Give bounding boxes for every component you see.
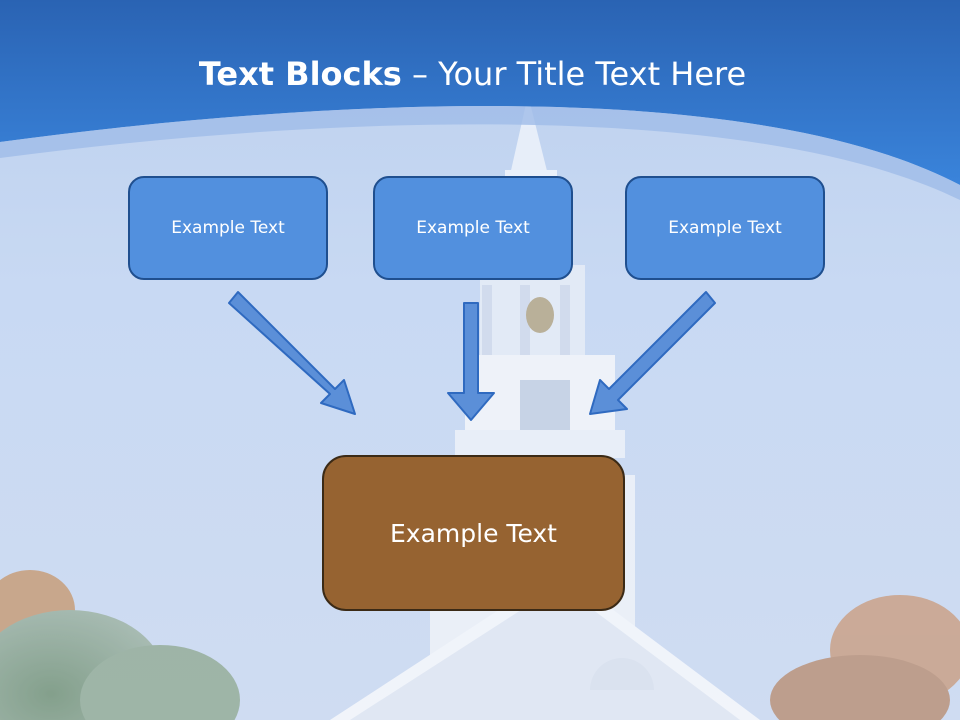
header-arc (0, 106, 960, 200)
arrow-right-down-left (589, 291, 716, 415)
trees-right (770, 595, 960, 720)
text-block-left-label: Example Text (171, 218, 285, 238)
text-block-left[interactable]: Example Text (128, 176, 328, 280)
text-block-right-label: Example Text (668, 218, 782, 238)
arrow-down (447, 302, 495, 421)
text-block-middle-label: Example Text (416, 218, 530, 238)
slide-title: Text Blocks – Your Title Text Here (0, 52, 945, 96)
center-text-block[interactable]: Example Text (322, 455, 625, 611)
title-rest: – Your Title Text Here (401, 55, 747, 93)
trees-left (0, 570, 240, 720)
title-bold: Text Blocks (198, 55, 402, 93)
text-block-right[interactable]: Example Text (625, 176, 825, 280)
text-block-middle[interactable]: Example Text (373, 176, 573, 280)
center-text-block-label: Example Text (390, 518, 557, 548)
arrow-left-down-right (228, 291, 356, 415)
header-band (0, 0, 960, 185)
